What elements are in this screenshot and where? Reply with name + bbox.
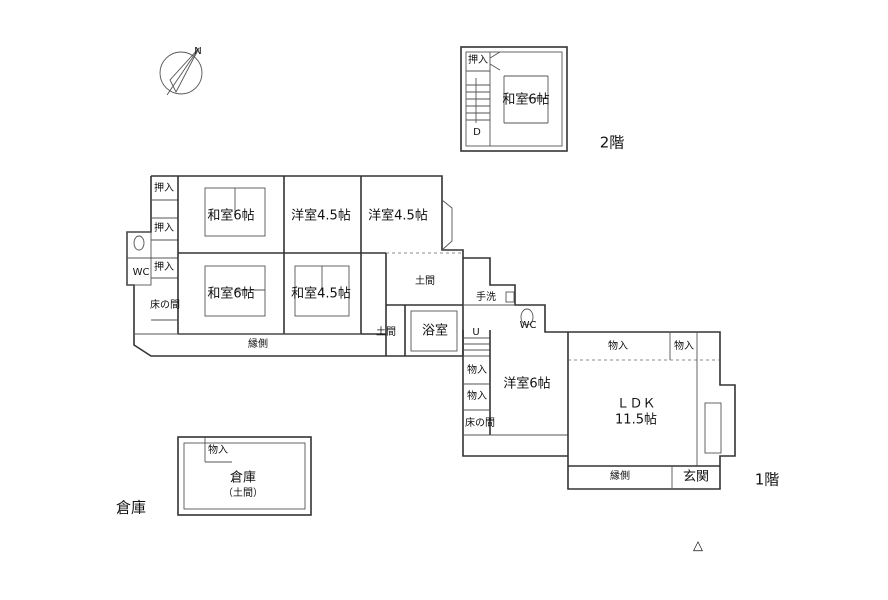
floor1-level-label: 1階 bbox=[754, 470, 780, 489]
yoshitsu-b-label: 洋室4.5帖 bbox=[368, 208, 428, 224]
washitsu-top-label: 和室6帖 bbox=[207, 208, 255, 224]
ldk-storage-label-1: 物入 bbox=[608, 341, 628, 352]
floor2-level-label: 2階 bbox=[599, 133, 625, 152]
bath-label: 浴室 bbox=[421, 323, 449, 339]
entrance-label: 玄関 bbox=[682, 469, 710, 485]
shed-title-label: 倉庫 bbox=[115, 498, 147, 517]
yoshitsu-a-label: 洋室4.5帖 bbox=[291, 208, 351, 224]
north-marker: △ bbox=[693, 538, 703, 554]
shed-closet-label: 物入 bbox=[208, 445, 228, 456]
shed-room-label: 倉庫 bbox=[229, 470, 257, 486]
floor2-room-label: 和室6帖 bbox=[502, 92, 550, 108]
compass-north-label: N bbox=[194, 46, 202, 57]
doma-lower-label: 土間 bbox=[376, 327, 396, 338]
storage-label-b: 物入 bbox=[467, 391, 487, 402]
floor1-ldk-block bbox=[567, 331, 736, 490]
washbasin-label: 手洗 bbox=[476, 292, 496, 303]
tokonoma-left-label: 床の間 bbox=[150, 300, 180, 311]
floor2-closet-label: 押入 bbox=[468, 55, 488, 66]
doma-upper-label: 土間 bbox=[415, 276, 435, 287]
closet-label-2: 押入 bbox=[154, 223, 174, 234]
wc-left-label: WC bbox=[132, 267, 150, 278]
washitsu-45-label: 和室4.5帖 bbox=[291, 286, 351, 302]
shed-outline bbox=[177, 436, 312, 516]
engawa-right-label: 縁側 bbox=[610, 471, 630, 482]
storage-label-a: 物入 bbox=[467, 365, 487, 376]
closet-label-3: 押入 bbox=[154, 262, 174, 273]
stair-up-marker: U bbox=[472, 327, 480, 338]
washitsu-bottom-label: 和室6帖 bbox=[207, 286, 255, 302]
closet-label-1: 押入 bbox=[154, 183, 174, 194]
ldk-size-label: 11.5帖 bbox=[615, 412, 657, 428]
floor1-center-block bbox=[462, 257, 568, 457]
ldk-label: ＬＤＫ bbox=[616, 396, 656, 412]
yoshitsu-6-label: 洋室6帖 bbox=[503, 376, 551, 392]
shed-sub-label: （土間） bbox=[223, 488, 263, 499]
compass-icon bbox=[159, 47, 203, 96]
floor2-outline bbox=[460, 46, 568, 152]
tokonoma-right-label: 床の間 bbox=[465, 418, 495, 429]
engawa-left-label: 縁側 bbox=[248, 339, 268, 350]
wc-right-label: WC bbox=[519, 320, 537, 331]
floor1-outline bbox=[126, 175, 464, 357]
floor2-stair-marker: D bbox=[473, 127, 481, 138]
ldk-storage-label-2: 物入 bbox=[674, 341, 694, 352]
